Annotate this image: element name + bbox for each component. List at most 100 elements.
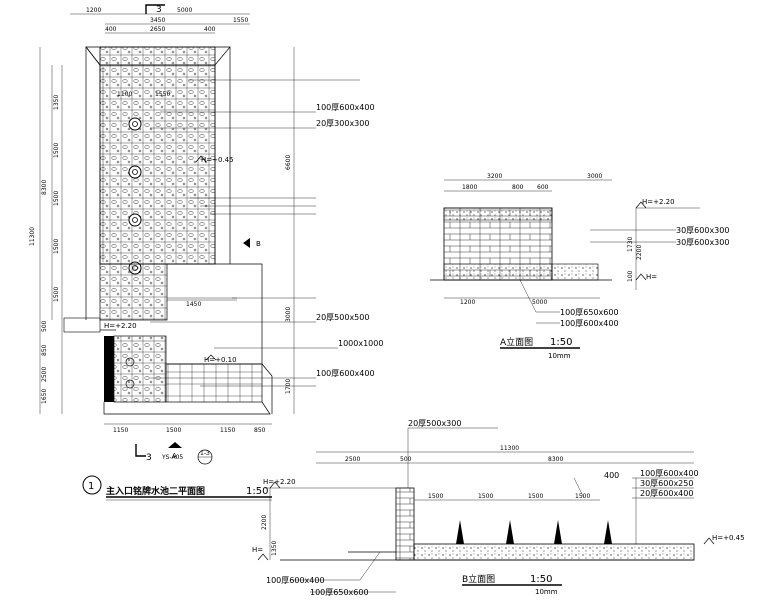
plan-top-dim: 400: [204, 26, 216, 33]
plan-top-dim: 400: [105, 26, 117, 33]
elev-a-top-dim: 1800: [462, 184, 477, 191]
elev-a-right-dim: 100: [627, 270, 634, 282]
plan-top-dim: 3450: [150, 17, 165, 24]
elev-b-callout: 30厚600x250: [640, 479, 693, 488]
elev-a-top-dim: 3200: [487, 173, 502, 180]
section-mark-top: 3: [156, 5, 162, 15]
elev-a-right-dim: 2200: [636, 245, 643, 260]
elev-a-title: A立面图: [500, 336, 533, 348]
elev-a-level: H=+2.20: [642, 198, 675, 206]
plan-left-dim: 500: [41, 320, 48, 332]
elev-b-callout: 20厚500x300: [408, 419, 461, 428]
view-mark-b: B: [256, 240, 261, 248]
elev-b-note-unit: 10mm: [535, 588, 558, 596]
elev-b-scale: 1:50: [530, 574, 552, 585]
plan-callout: 20厚300x300: [316, 119, 369, 128]
level-mark: H=+0.10: [204, 356, 237, 364]
elev-a-level: H=: [646, 273, 657, 281]
pool-pavement-upper: [99, 46, 216, 265]
elev-b-top-dim: 500: [400, 456, 412, 463]
plan-left-dim: 2500: [41, 367, 48, 382]
fountain-jet: [506, 520, 514, 544]
plan-callout: 100厚600x400: [316, 369, 375, 378]
elev-b-pillar: [395, 487, 415, 561]
fountain-nozzle: [128, 117, 142, 131]
plan-left-dim: 1650: [41, 389, 48, 404]
plan-title: 主入口铭牌水池二平面图: [106, 485, 205, 497]
plan-title-number: 1: [88, 481, 94, 492]
elev-a-top-dim: 3000: [587, 173, 602, 180]
section-mark-bottom: 3: [146, 453, 152, 463]
plan-view: 1200 5000 3450 1550 400 2650 400 3 1100 …: [29, 4, 383, 501]
view-mark-a: A: [172, 452, 177, 460]
elevation-b: 11300 2500 500 8300 20厚500x300 1500 1500…: [252, 419, 745, 597]
elev-b-callout: 100厚650x600: [310, 588, 369, 597]
fountain-jet: [456, 520, 464, 544]
level-mark: H=+0.45: [201, 156, 234, 164]
plan-left-dim: 1350: [53, 95, 60, 110]
pool-pavement-lower: [99, 263, 168, 321]
plan-inner-dim: 1450: [186, 301, 201, 308]
section-ref-number: 1-3: [200, 450, 210, 457]
elev-b-dim: 1500: [575, 493, 590, 500]
elev-b-level: H=+2.20: [263, 478, 296, 486]
plan-inner-dim: 1100: [117, 91, 132, 98]
elev-a-callout: 100厚600x400: [560, 319, 619, 328]
elev-b-top-dim: 8300: [548, 456, 563, 463]
plan-right-dim: 3000: [285, 307, 292, 322]
elevation-a: 3200 3000 1800 800 600 H=+2.20 H= 1730 2…: [430, 173, 729, 360]
plan-bottom-dim: 1150: [220, 427, 235, 434]
plan-top-dim: 5000: [177, 7, 192, 14]
elev-a-callout: 30厚600x300: [676, 238, 729, 247]
plan-top-dim: 2650: [150, 26, 165, 33]
fountain-jet: [554, 520, 562, 544]
plan-right-dim: 1700: [285, 379, 292, 394]
elev-b-left-dim: 1350: [271, 541, 278, 556]
plan-left-dim: 1500: [53, 143, 60, 158]
plan-scale: 1:50: [246, 486, 268, 497]
elev-b-top-dim: 2500: [345, 456, 360, 463]
plan-callout: 1000x1000: [338, 339, 383, 348]
elev-a-right-dim: 1730: [627, 237, 634, 252]
section-sheet-ref: YS-A05: [161, 454, 183, 461]
wall-section-solid: [104, 336, 114, 402]
plan-top-dim: 1550: [233, 17, 248, 24]
elev-b-title: B立面图: [462, 573, 495, 585]
plan-left-dim: 1500: [53, 287, 60, 302]
elev-a-scale: 1:50: [550, 337, 572, 348]
elev-b-top-dim: 11300: [500, 445, 519, 452]
level-mark: H=+2.20: [104, 322, 137, 330]
elev-a-callout: 30厚600x300: [676, 226, 729, 235]
plan-bottom-dim: 1500: [166, 427, 181, 434]
plan-callout: 100厚600x400: [316, 103, 375, 112]
lower-pool: [113, 335, 167, 403]
plan-left-dim: 8300: [41, 180, 48, 195]
elev-a-bottom-dim: 5000: [532, 299, 547, 306]
plan-left-dim: 850: [41, 344, 48, 356]
elev-a-note-unit: 10mm: [548, 352, 571, 360]
elev-b-dim: 1500: [528, 493, 543, 500]
plan-bottom-dim: 1150: [113, 427, 128, 434]
plan-callout: 20厚500x500: [316, 313, 369, 322]
fountain-jet: [604, 520, 612, 544]
plan-left-dim: 1500: [53, 239, 60, 254]
elev-b-pool-rim: [413, 543, 695, 561]
elev-b-callout: 100厚600x400: [640, 469, 699, 478]
plan-left-dim: 1500: [53, 191, 60, 206]
fountain-nozzle: [128, 165, 142, 179]
elev-a-top-dim: 800: [512, 184, 524, 191]
fountain-nozzle: [128, 213, 142, 227]
elev-b-callout: 400: [604, 471, 619, 480]
elev-b-dim: 1500: [478, 493, 493, 500]
elev-b-callout: 20厚600x400: [640, 489, 693, 498]
elev-a-bottom-dim: 1200: [460, 299, 475, 306]
elev-b-dim: 1500: [428, 493, 443, 500]
plan-left-dim: 11300: [29, 227, 36, 246]
elev-b-level: H=+0.45: [712, 534, 745, 542]
plan-inner-dim: 1550: [155, 91, 170, 98]
elev-b-left-dim: 2200: [261, 515, 268, 530]
plan-right-dim: 6600: [285, 155, 292, 170]
elev-b-level: H=: [252, 546, 263, 554]
elev-b-callout: 100厚600x400: [266, 576, 325, 585]
plan-bottom-dim: 850: [254, 427, 266, 434]
